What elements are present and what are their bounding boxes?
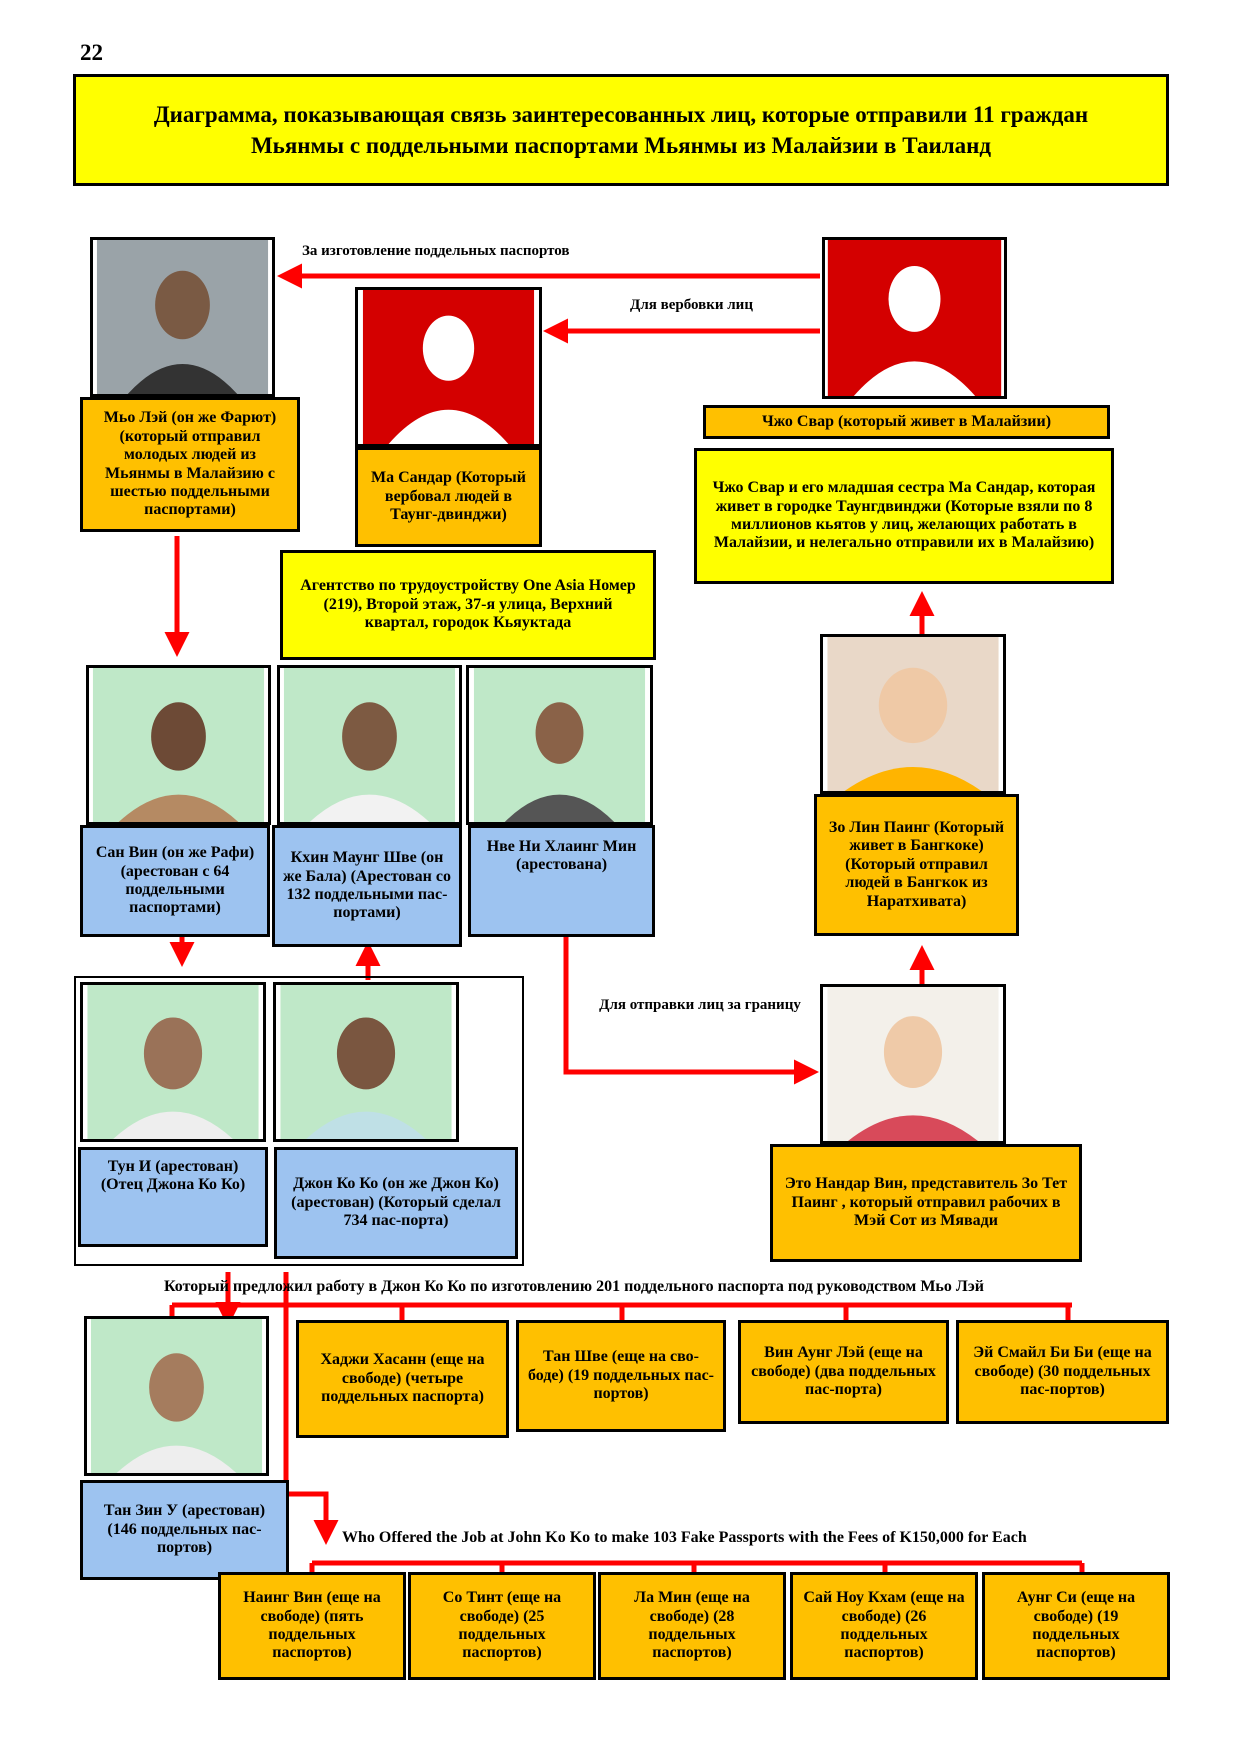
photo-nwe-ni-hlaing: [466, 665, 653, 825]
box-khin-maung-shwe: Кхин Маунг Шве (он же Бала) (Арестован с…: [272, 825, 462, 947]
box-row1-1: Тан Шве (еще на сво-боде) (19 поддельных…: [516, 1320, 726, 1432]
box-san-win: Сан Вин (он же Рафи) (арестован с 64 под…: [80, 825, 270, 937]
box-row2-2: Ла Мин (еще на свободе) (28 поддельных п…: [598, 1572, 786, 1680]
label-offered-201: Который предложил работу в Джон Ко Ко по…: [164, 1278, 984, 1295]
box-tan-zin-u: Тан Зин У (арестован) (146 поддельных па…: [80, 1480, 289, 1580]
photo-ma-sandar-silhouette: [355, 287, 542, 447]
box-zaw-lin-paing: Зо Лин Паинг (Который живет в Бангкоке) …: [814, 794, 1019, 936]
box-john-ko-ko: Джон Ко Ко (он же Джон Ко) (арестован) (…: [274, 1147, 518, 1259]
label-recruit: Для вербовки лиц: [630, 297, 753, 313]
box-agency: Агентство по трудоустройству One Asia Но…: [280, 550, 656, 660]
box-row1-2: Вин Аунг Лэй (еще на свободе) (два подде…: [738, 1320, 949, 1424]
photo-kyaw-swar-silhouette: [822, 237, 1007, 399]
label-send-abroad: Для отправки лиц за границу: [599, 997, 801, 1013]
box-myo-lay: Мьо Лэй (он же Фарют) (который отправил …: [80, 397, 300, 532]
box-kyaw-swar: Чжо Свар (который живет в Малайзии): [703, 405, 1110, 439]
photo-zaw-lin-paing: [820, 634, 1006, 794]
family-group-frame: [74, 976, 524, 1266]
photo-myo-lay: [90, 237, 275, 397]
diagram-title: Диаграмма, показывающая связь заинтересо…: [73, 74, 1169, 186]
box-row2-1: Со Тинт (еще на свободе) (25 поддельных …: [408, 1572, 596, 1680]
photo-nandar-win: [820, 984, 1006, 1144]
photo-san-win: [86, 665, 271, 825]
box-row1-3: Эй Смайл Би Би (еще на свободе) (30 подд…: [956, 1320, 1169, 1424]
photo-tun-yi: [80, 982, 266, 1142]
label-fake-passports: За изготовление поддельных паспортов: [302, 243, 570, 259]
box-kyaw-swar-note: Чжо Свар и его младшая сестра Ма Сандар,…: [694, 448, 1114, 584]
photo-tan-zin-u: [84, 1316, 269, 1476]
box-row2-3: Сай Ноу Кхам (еще на свободе) (26 поддел…: [790, 1572, 978, 1680]
box-row1-0: Хаджи Хасанн (еще на свободе) (четыре по…: [296, 1320, 509, 1438]
box-row2-4: Аунг Си (еще на свободе) (19 поддельных …: [982, 1572, 1170, 1680]
label-offered-103: Who Offered the Job at John Ko Ko to mak…: [342, 1529, 1027, 1546]
box-row2-0: Наинг Вин (еще на свободе) (пять поддель…: [218, 1572, 406, 1680]
photo-khin-maung-shwe: [277, 665, 462, 825]
box-nandar-win: Это Нандар Вин, представитель Зо Тет Паи…: [770, 1144, 1082, 1262]
box-tun-yi: Тун И (арестован) (Отец Джона Ко Ко): [78, 1147, 268, 1247]
arrow-send-abroad: [563, 937, 819, 1085]
box-nwe-ni-hlaing: Нве Ни Хлаинг Мин (арестована): [468, 825, 655, 937]
box-ma-sandar: Ма Сандар (Который вербовал людей в Таун…: [355, 447, 542, 547]
page-number: 22: [80, 40, 103, 65]
photo-john-ko-ko: [273, 982, 459, 1142]
